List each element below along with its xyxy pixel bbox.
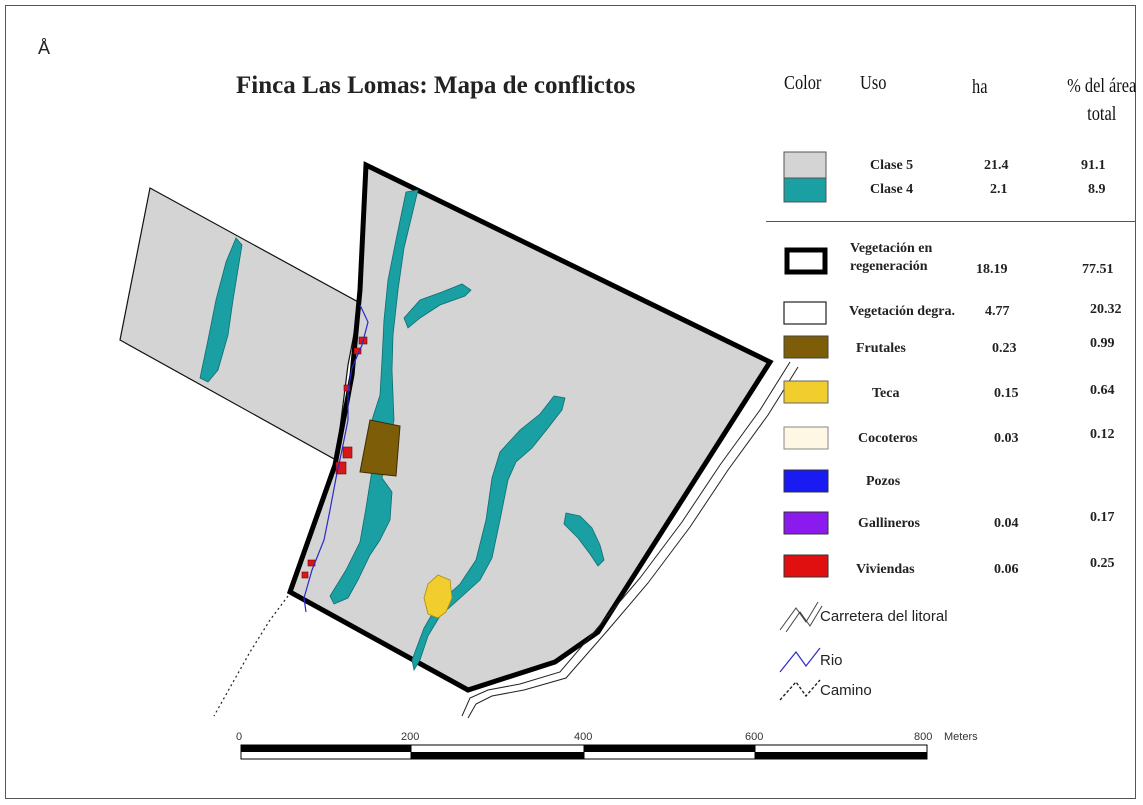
legend-pct: 77.51 [1082,262,1114,277]
swatch-gallineros [783,511,829,535]
legend-uso: Vegetación degra. [849,304,956,319]
legend-pct: 8.9 [1088,182,1106,197]
legend-ha: 0.23 [992,341,1017,356]
legend-divider [766,221,1136,222]
legend-header-pct: % del área total [1067,75,1137,125]
legend-header-uso: Uso [860,72,887,94]
legend-pct: 0.17 [1090,510,1115,525]
legend-ha: 0.03 [994,431,1019,446]
vivienda [335,461,347,475]
clase4-zone [563,512,605,567]
scale-tick-400: 400 [574,731,593,743]
north-arrow-icon: Å [38,38,51,58]
swatch-veg-regen [784,247,828,275]
legend-ha: 2.1 [990,182,1008,197]
scale-tick-200: 200 [401,731,420,743]
clase4-zone [199,237,243,383]
legend-ha: 21.4 [984,158,1009,173]
parcel-west [119,187,361,461]
legend-uso: Pozos [866,474,901,489]
swatch-clase4 [783,177,827,203]
map-title: Finca Las Lomas: Mapa de conflictos [236,72,636,99]
legend-line-camino: Camino [820,682,872,699]
legend-rio-symbol [779,647,821,673]
legend-header-color: Color [784,72,822,94]
legend-pct: 0.12 [1090,427,1115,442]
legend-ha: 18.19 [976,262,1008,277]
legend-uso: Teca [872,386,900,401]
legend-pct: 91.1 [1081,158,1106,173]
vivienda [343,384,351,392]
scale-bar-seg4-fill [755,752,927,759]
swatch-veg-degra [783,301,827,325]
clase4-zone [403,283,472,329]
vivienda [342,446,353,459]
legend-line-carretera: Carretera del litoral [820,608,948,625]
scale-tick-600: 600 [745,731,764,743]
legend-pct: 0.25 [1090,556,1115,571]
scale-unit: Meters [944,731,978,743]
legend-pct: 0.64 [1090,383,1115,398]
legend-pct: 0.99 [1090,336,1115,351]
frutales-zone [359,419,401,477]
carretera-line [461,361,791,717]
legend-camino-symbol [779,679,821,701]
legend-uso: Viviendas [856,562,915,577]
legend-ha: 0.15 [994,386,1019,401]
legend-uso: Clase 4 [870,182,914,197]
carretera-line [467,366,799,719]
scale-tick-0: 0 [236,731,243,743]
swatch-frutales [783,335,829,359]
teca-zone [423,574,453,619]
legend-uso: Clase 5 [870,158,914,173]
legend-header-ha: ha [972,76,988,98]
legend-uso: Gallineros [858,516,920,531]
legend-line-rio: Rio [820,652,843,669]
scale-bar-seg2-fill [411,752,584,759]
rio-line [303,304,369,613]
swatch-cocoteros [783,426,829,450]
map-frame [5,5,1136,799]
legend-uso: Vegetación en regeneración [850,241,933,274]
clase4-zone [329,189,419,605]
legend-uso: Frutales [856,341,906,356]
legend-carretera-symbol [779,601,823,633]
legend-ha: 0.04 [994,516,1019,531]
vivienda [301,571,309,579]
swatch-viviendas [783,554,829,578]
scale-tick-800: 800 [914,731,933,743]
swatch-pozos [783,469,829,493]
scale-bar-seg3-fill [584,745,755,752]
legend-ha: 0.06 [994,562,1019,577]
legend-ha: 4.77 [985,304,1010,319]
swatch-teca [783,380,829,404]
scale-bar-seg1-fill [241,745,411,752]
legend-pct: 20.32 [1090,302,1122,317]
swatch-clase5 [783,151,827,179]
camino-line [213,595,289,717]
legend-uso: Cocoteros [858,431,918,446]
